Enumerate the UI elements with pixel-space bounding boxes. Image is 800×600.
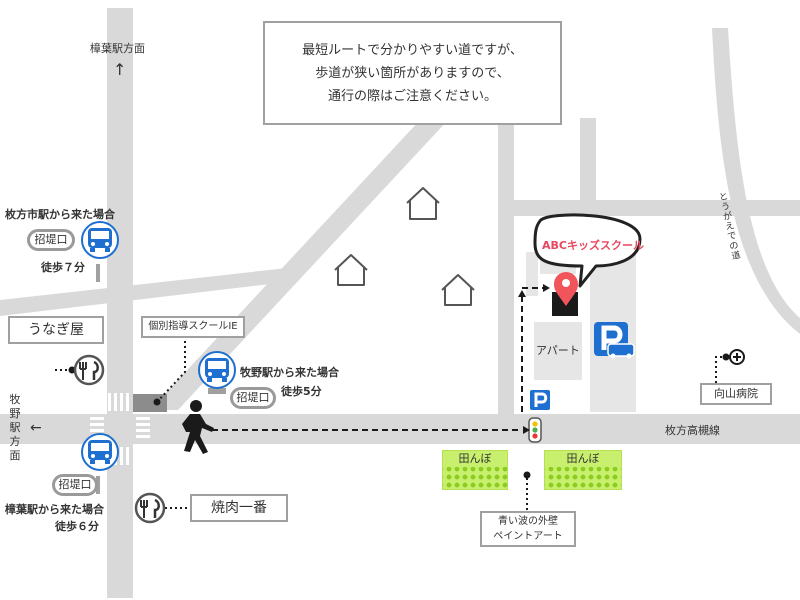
wall-art-line-2: ペイントアート <box>493 531 563 542</box>
bus-icon <box>81 433 119 471</box>
rice-field-right-label: 田んぼ <box>545 451 621 467</box>
notice-line-3: 通行の際はご注意ください。 <box>327 89 497 104</box>
fork-knife-icon <box>73 354 105 386</box>
bus-stop-3-from: 樟葉駅から来た場合 <box>5 503 104 516</box>
rice-field-left: 田んぼ <box>442 450 508 490</box>
road-stub <box>580 118 596 214</box>
bus-stop-1-walk: 徒歩７分 <box>41 261 85 274</box>
bus-stop-pole <box>208 388 226 394</box>
house-icon <box>441 274 475 306</box>
notice-line-1: 最短ルートで分かりやすい道ですが、 <box>302 43 523 58</box>
pedestrian-icon <box>182 400 214 454</box>
road-main-label: 枚方高槻線 <box>665 424 720 437</box>
traffic-light-icon <box>528 417 542 443</box>
road-left-diagonal <box>0 268 287 316</box>
leader-line <box>715 356 728 383</box>
direction-north-label: 樟葉駅方面 <box>90 42 145 55</box>
house-icon <box>334 254 368 286</box>
road-curved <box>712 28 800 334</box>
building-small <box>526 252 538 296</box>
notice-line-2: 歩道が狭い箇所がありますので、 <box>315 66 510 81</box>
road-side-narrow <box>498 58 514 414</box>
direction-north-arrow: ↑ <box>113 60 127 79</box>
hospital-label: 向山病院 <box>700 383 772 405</box>
bus-stop-3-name: 招堤口 <box>52 474 98 496</box>
road-main <box>0 414 800 444</box>
bus-stop-2-name: 招堤口 <box>230 387 276 409</box>
bus-stop-2-from: 牧野駅から来た場合 <box>240 366 339 379</box>
school-ie-label: 個別指導スクールIE <box>141 316 245 338</box>
road-vertical-left <box>107 8 133 598</box>
bus-stop-pole <box>96 476 100 494</box>
bus-stop-pole <box>96 264 100 282</box>
road-cross-top <box>514 200 800 216</box>
school-building <box>133 394 167 412</box>
map-pin-icon <box>552 272 578 316</box>
direction-west-label: 牧野駅方面 <box>9 393 21 462</box>
cross-icon <box>729 349 745 365</box>
destination-name: ABCキッズスクール <box>542 239 644 252</box>
bus-icon <box>81 221 119 259</box>
yakiniku-label: 焼肉一番 <box>190 494 288 522</box>
rice-field-left-label: 田んぼ <box>443 451 507 467</box>
fork-knife-icon <box>134 492 166 524</box>
wall-art-label: 青い波の外壁 ペイントアート <box>480 511 576 547</box>
bus-icon <box>198 351 236 389</box>
bus-stop-2-walk: 徒歩5分 <box>281 385 322 398</box>
bus-stop-3-walk: 徒歩６分 <box>55 520 99 533</box>
house-icon <box>406 187 440 220</box>
destination-callout <box>533 213 642 288</box>
parking-icon <box>530 390 550 410</box>
apartment-label: アパート <box>536 344 580 357</box>
apartment-building <box>534 322 582 380</box>
rice-field-right: 田んぼ <box>544 450 622 490</box>
leader-line <box>156 340 186 403</box>
bus-stop-1-from: 枚方市駅から来た場合 <box>5 208 115 221</box>
parking-icon <box>594 322 635 359</box>
unagi-label: うなぎ屋 <box>8 316 104 344</box>
notice-box: 最短ルートで分かりやすい道ですが、 歩道が狭い箇所がありますので、 通行の際はご… <box>263 21 562 125</box>
direction-west-arrow: ← <box>30 420 42 436</box>
wall-art-line-1: 青い波の外壁 <box>498 516 558 527</box>
bus-stop-1-name: 招堤口 <box>27 229 75 251</box>
